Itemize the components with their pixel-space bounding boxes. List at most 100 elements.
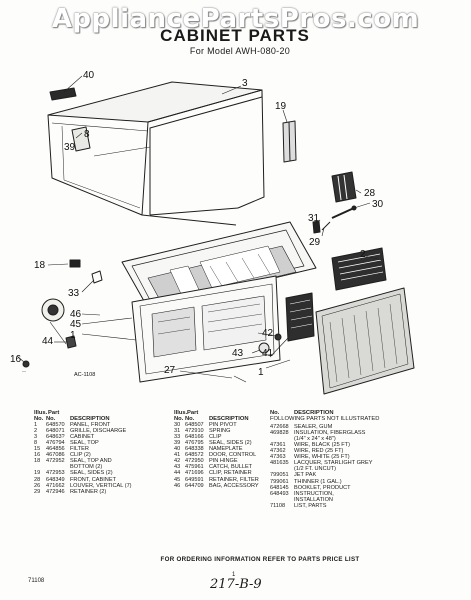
illus-no-cell: 46: [174, 482, 181, 489]
callout-43: 43: [232, 348, 244, 359]
table-header-row: No.DESCRIPTION: [270, 410, 334, 416]
description-cell: LACQUER, STARLIGHT GREY: [294, 460, 373, 467]
description-cell: SEAL, TOP AND: [70, 458, 112, 465]
ordering-footer: FOR ORDERING INFORMATION REFER TO PARTS …: [160, 556, 360, 563]
clip-parts: [69, 259, 103, 284]
callout-15: 1: [70, 330, 76, 341]
description-cell: SEAL, SIDES (2): [70, 470, 113, 477]
page-title: CABINET PARTS: [160, 26, 310, 45]
description-cell: CLIP (2): [70, 452, 91, 459]
illus-no-cell: 3: [34, 434, 38, 441]
illus-no-cell: 15: [34, 446, 41, 453]
callout-45: 45: [70, 319, 82, 330]
description-cell: RETAINER (2): [70, 488, 107, 495]
callout-18: 18: [34, 260, 46, 271]
callout-16: 16: [10, 354, 22, 365]
callout-46: 46: [70, 309, 82, 320]
callout-30: 30: [372, 199, 384, 210]
description-cell: FILTER: [70, 446, 89, 453]
description-cell: CABINET: [70, 434, 95, 441]
table-row: INSTALLATION: [270, 497, 440, 503]
table-row: 469828 INSULATION, FIBERGLASS: [270, 430, 440, 436]
part-no-cell: 648338: [185, 446, 204, 453]
illus-no-cell: 26: [34, 482, 41, 489]
not-illustrated-heading: FOLLOWING PARTS NOT ILLUSTRATED: [270, 416, 380, 423]
table-row: (1/2 FT. UNCUT): [270, 466, 440, 472]
description-cell: INSTALLATION: [294, 496, 333, 503]
front-panel-part: [131, 275, 281, 383]
illus-no-cell: 39: [174, 440, 181, 447]
callout-42: 42: [262, 328, 274, 339]
illus-no-cell: 45: [174, 476, 181, 483]
callout-29: 29: [309, 237, 321, 248]
illus-no-cell: 8: [34, 440, 38, 447]
table-header-row: No.No.DESCRIPTION: [34, 416, 110, 423]
front-cabinet-frame-part: [121, 221, 317, 309]
side-seal-part: [282, 120, 297, 163]
part-no-cell: 472946: [46, 488, 65, 495]
callout-28: 28: [364, 188, 376, 199]
illus-no-cell: 43: [174, 464, 181, 471]
part-no-cell: 648166: [185, 434, 204, 441]
part-no-cell: 648145: [270, 484, 289, 491]
table-row: 19 472953 SEAL, SIDES (2): [34, 470, 174, 476]
illus-no-cell: 2: [34, 428, 38, 435]
small-hardware-parts: [22, 333, 282, 368]
part-no-cell: 649591: [185, 476, 204, 483]
table-header-illus: Illus.Part: [34, 410, 60, 416]
description-cell: CLIP: [209, 434, 222, 441]
part-no-cell: 47363: [270, 454, 286, 461]
description-cell: SEALER, GUM: [294, 424, 333, 431]
description-cell: SEAL, TOP: [70, 440, 99, 447]
callout-2: 2: [360, 249, 366, 260]
illus-no-cell: 31: [174, 428, 181, 435]
callout-3: 3: [242, 78, 248, 89]
description-cell: PIN PIVOT: [209, 422, 237, 429]
illus-no-cell: 28: [34, 476, 41, 483]
louver-set-part: [331, 171, 357, 203]
document-code: 71108: [28, 578, 45, 584]
site-watermark: AppliancePartsPros.com: [51, 4, 420, 34]
illus-no-cell: 19: [34, 470, 41, 477]
description-cell: CATCH, BULLET: [209, 464, 253, 471]
leader-lines: [16, 75, 383, 383]
part-no-cell: 648493: [270, 490, 289, 497]
description-cell: RETAINER, FILTER: [209, 476, 259, 483]
part-no-cell: 472953: [46, 470, 65, 477]
cabinet-part: [47, 81, 265, 226]
part-no-cell: 648349: [46, 476, 65, 483]
part-no-cell: 799051: [270, 472, 289, 479]
pivot-pin-spring-parts: [312, 205, 357, 234]
part-no-cell: 47361: [270, 442, 286, 449]
part-no-cell: 648570: [46, 422, 65, 429]
illus-no-cell: 42: [174, 458, 181, 465]
description-cell: SEAL, SIDES (2): [209, 440, 252, 447]
part-no-cell: 469828: [270, 430, 289, 437]
description-cell: INSULATION, FIBERGLASS: [294, 430, 366, 437]
description-cell: DOOR, CONTROL: [209, 452, 257, 459]
illus-no-cell: 40: [174, 446, 181, 453]
description-cell: SPRING: [209, 428, 231, 435]
description-cell: LOUVER, VERTICAL (7): [70, 482, 132, 489]
description-cell: PIN HINGE: [209, 458, 238, 465]
callout-39: 39: [64, 142, 76, 153]
callout-40: 40: [83, 70, 95, 81]
clip-mark: —: [22, 368, 26, 373]
